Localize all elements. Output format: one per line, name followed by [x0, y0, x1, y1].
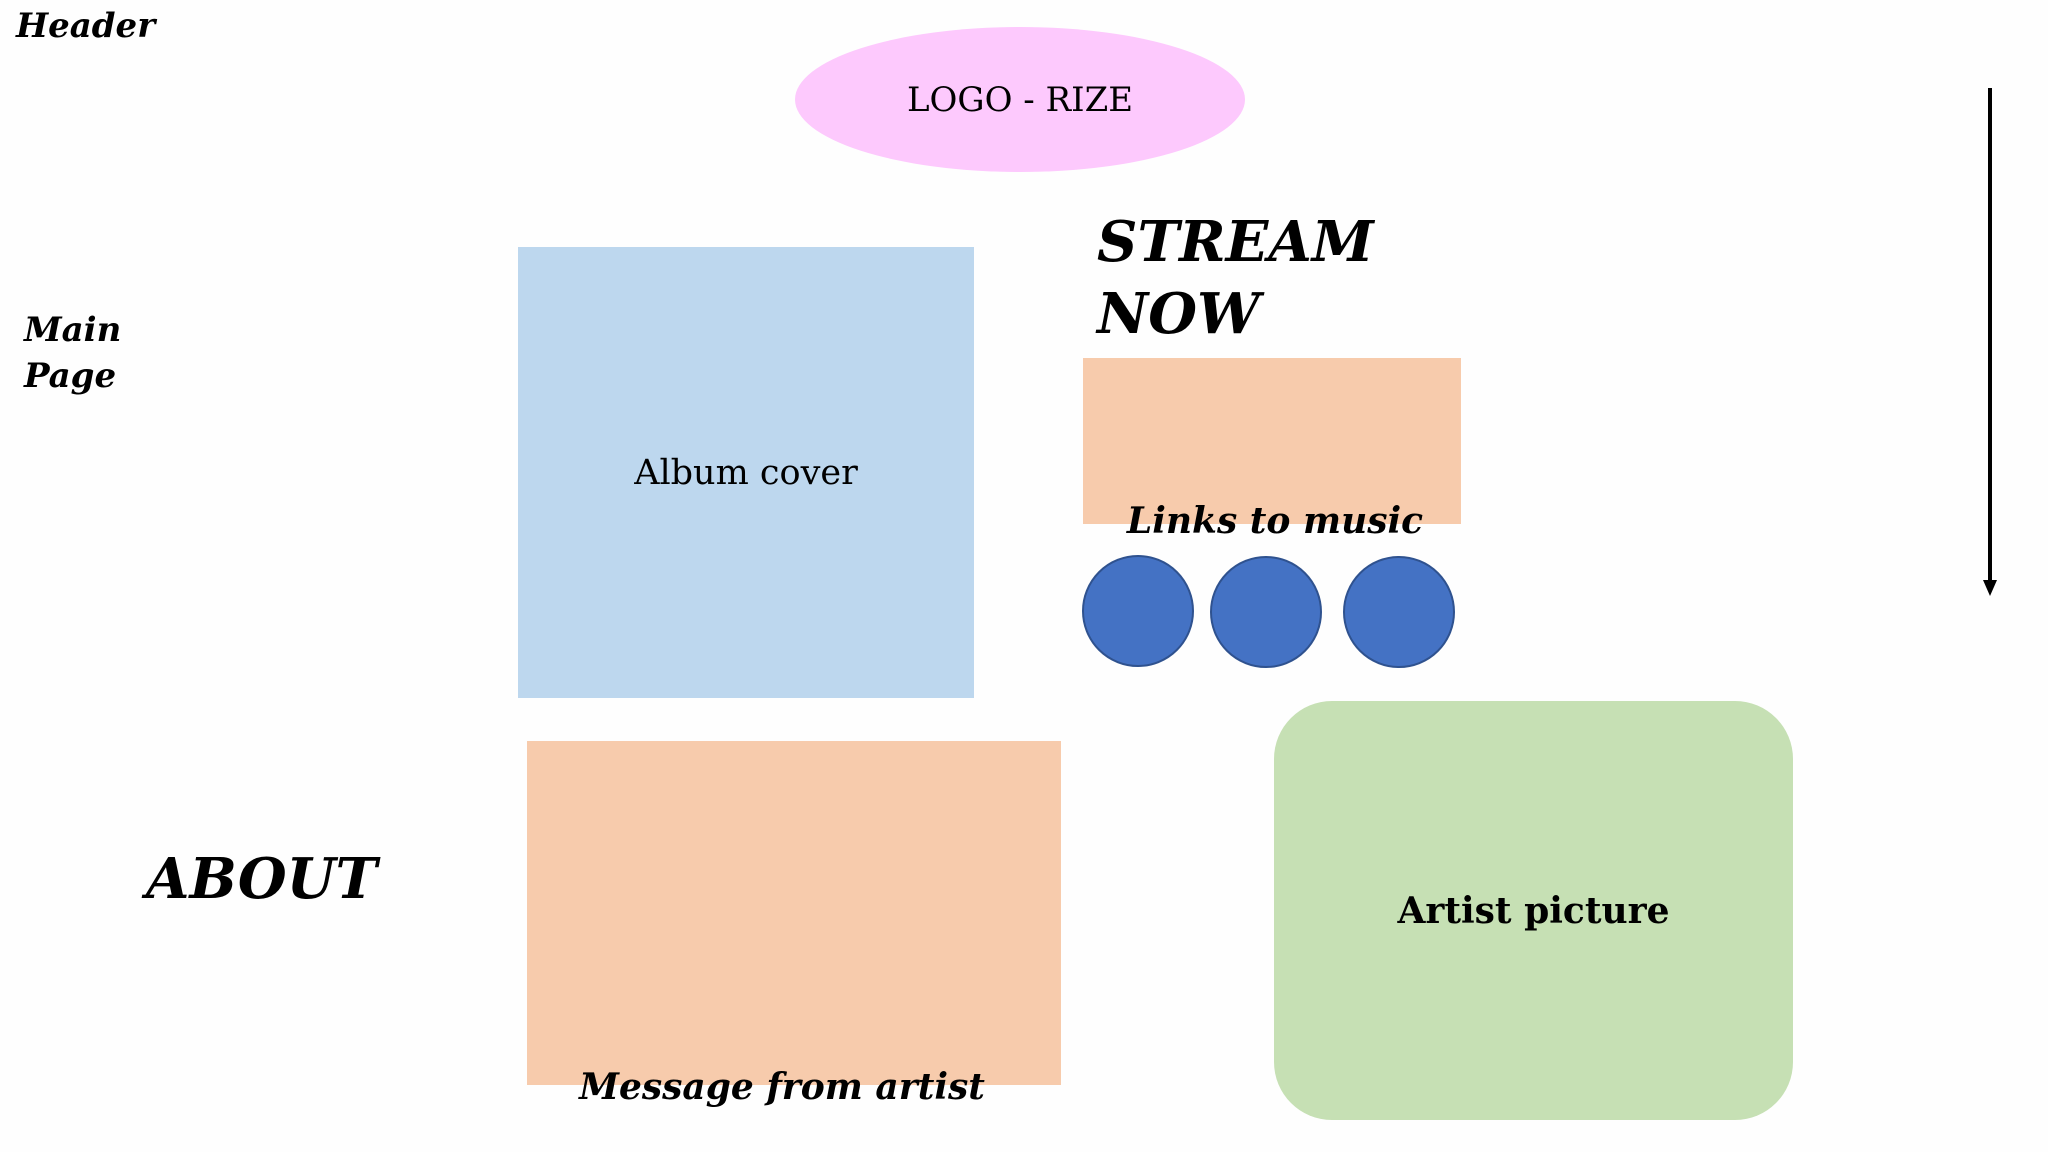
stream-now-heading: STREAM NOW: [1097, 209, 1374, 347]
music-link-circle-1: [1082, 555, 1194, 667]
about-section-heading: ABOUT: [146, 846, 378, 912]
message-from-artist-label: Message from artist: [579, 1066, 985, 1108]
music-link-circle-3: [1343, 556, 1455, 668]
artist-picture-label: Artist picture: [1397, 889, 1670, 932]
logo-text: LOGO - RIZE: [906, 79, 1134, 120]
album-cover-label: Album cover: [634, 452, 858, 493]
logo-placeholder: LOGO - RIZE: [795, 27, 1245, 172]
scroll-down-arrow-icon: [1983, 88, 1997, 596]
album-cover-placeholder: Album cover: [518, 247, 974, 698]
artist-picture-placeholder: Artist picture: [1274, 701, 1793, 1120]
header-section-label: Header: [16, 6, 156, 46]
music-link-circle-2: [1210, 556, 1322, 668]
main-page-section-label: Main Page: [24, 310, 122, 396]
message-from-artist-box: [527, 741, 1061, 1085]
links-to-music-box: [1083, 358, 1461, 524]
links-to-music-label: Links to music: [1126, 500, 1424, 542]
